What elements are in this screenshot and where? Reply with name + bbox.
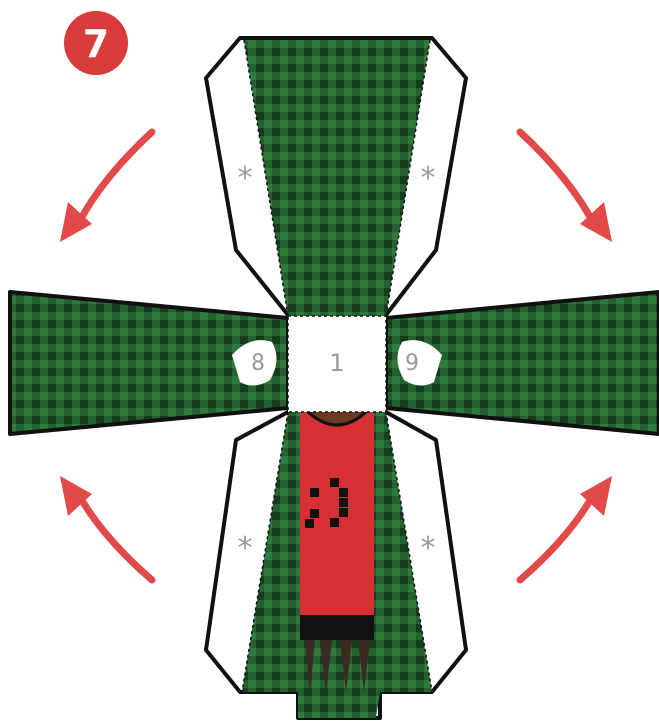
left-tab-label: 8 [251,351,265,376]
curved-arrow-icon [72,128,156,232]
glue-mark: * [421,531,436,566]
curved-arrow-icon [516,486,600,584]
step-badge [64,11,128,75]
right-tab [397,340,442,386]
glue-mark: * [421,161,436,196]
neckline [304,408,370,427]
bottom-flap [204,408,468,720]
left-tab [232,340,277,386]
step-number: 7 [83,22,109,66]
glue-mark: * [238,161,253,196]
curved-arrow-icon [72,486,156,584]
right-tab-label: 9 [405,351,419,376]
center-panel-label: 1 [329,349,344,377]
center-panel [287,315,387,413]
top-flap [204,36,468,317]
arrow-head [580,202,612,242]
arrow-head [580,476,612,516]
winking-face-icon [305,478,348,528]
glue-mark: * [238,531,253,566]
shirt [300,410,374,615]
skirt [300,615,374,640]
arrow-head [60,202,92,242]
legs [305,640,370,692]
curved-arrow-icon [516,128,600,232]
arrow-head [60,476,92,516]
